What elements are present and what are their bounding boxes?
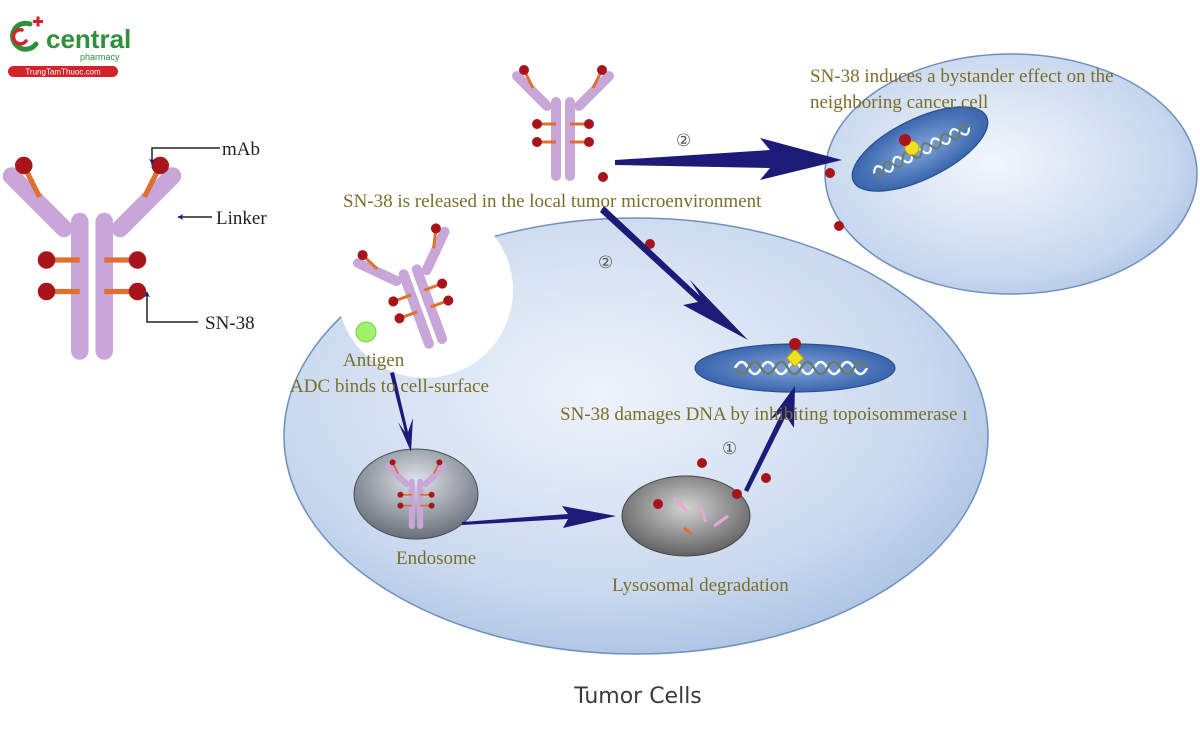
neighbor-nucleus: [851, 106, 989, 192]
logo: central pharmacy TrungTamThuoc.com: [8, 16, 131, 77]
fragment: [672, 496, 690, 514]
free-payload-dot: [834, 221, 844, 231]
step-2-marker: ②: [676, 131, 691, 151]
logo-tag-badge: [8, 66, 118, 77]
endosome-label: Endosome: [396, 548, 476, 569]
bystander-label-line1: SN-38 induces a bystander effect on the: [810, 66, 1114, 87]
arrow-to-endosome: [390, 372, 413, 452]
neighbor-payload-dot: [899, 134, 911, 146]
lysosome-payload-dot: [732, 489, 742, 499]
arrow-to-lysosome: [462, 506, 616, 528]
process-arrows: [390, 138, 842, 528]
lysosome: [621, 475, 751, 557]
lysosome-payload-dot: [653, 499, 663, 509]
antigen-icon: [355, 321, 377, 343]
free-payload-dot: [697, 458, 707, 468]
endosome: [353, 448, 479, 540]
arrow-to-neighbor-cell: [615, 138, 842, 180]
fragment: [683, 526, 693, 536]
legend-mab-label: mAb: [222, 139, 260, 160]
fragment: [713, 514, 729, 528]
nucleus-payload-dot: [789, 338, 801, 350]
free-payload-dot: [598, 172, 608, 182]
legend-linker-label: Linker: [216, 208, 267, 229]
drug-target-icon: [785, 348, 805, 368]
free-payload-dot: [825, 168, 835, 178]
payload-pointer: [144, 291, 198, 323]
logo-name: central: [46, 24, 131, 54]
neighboring-cancer-cell: [824, 53, 1198, 295]
dna-damage-label: SN-38 damages DNA by inhibiting topoisom…: [560, 404, 967, 425]
lysosomal-label: Lysosomal degradation: [612, 575, 789, 596]
logo-tagline: TrungTamThuoc.com: [25, 68, 101, 77]
figure-caption: Tumor Cells: [573, 684, 702, 709]
step-2-marker: ②: [598, 253, 613, 273]
free-payload-dot: [761, 473, 771, 483]
arrow-lysosome-to-nucleus: [744, 386, 795, 492]
adc-binds-label: ADC binds to cell-surface: [290, 376, 489, 397]
released-label: SN-38 is released in the local tumor mic…: [343, 191, 762, 212]
free-payload-dot: [645, 239, 655, 249]
step-1-marker: ①: [722, 439, 737, 459]
tumor-nucleus: [694, 338, 896, 393]
logo-sub: pharmacy: [80, 52, 120, 62]
free-adc-antibody: [517, 65, 609, 176]
legend-payload-label: SN-38: [205, 313, 255, 334]
bystander-label-line2: neighboring cancer cell: [810, 92, 988, 113]
fragment: [698, 505, 708, 523]
antigen-label: Antigen: [343, 350, 405, 371]
central-pharmacy-logo-icon: [10, 16, 43, 52]
mab-pointer: [149, 147, 220, 165]
arrow-to-nucleus: [600, 206, 748, 340]
